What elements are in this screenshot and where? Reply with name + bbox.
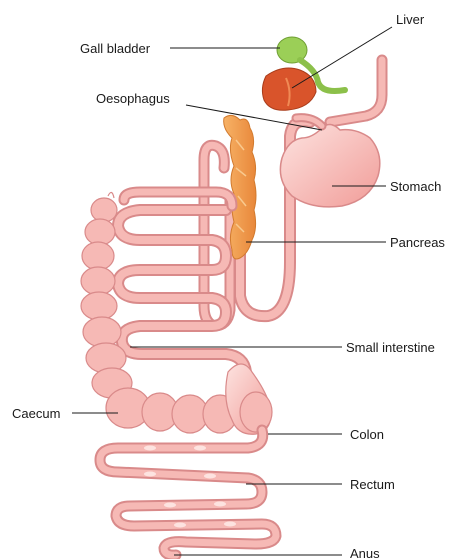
label-colon: Colon	[350, 427, 384, 442]
caecum	[106, 388, 237, 433]
label-rectum: Rectum	[350, 477, 395, 492]
label-anus: Anus	[350, 546, 380, 559]
label-gall-bladder: Gall bladder	[80, 41, 151, 56]
label-small-intestine: Small interstine	[346, 340, 435, 355]
liver	[262, 68, 316, 110]
label-oesophagus: Oesophagus	[96, 91, 170, 106]
label-pancreas: Pancreas	[390, 235, 445, 250]
label-caecum: Caecum	[12, 406, 60, 421]
label-stomach: Stomach	[390, 179, 441, 194]
label-liver: Liver	[396, 12, 425, 27]
rectum	[100, 430, 276, 555]
